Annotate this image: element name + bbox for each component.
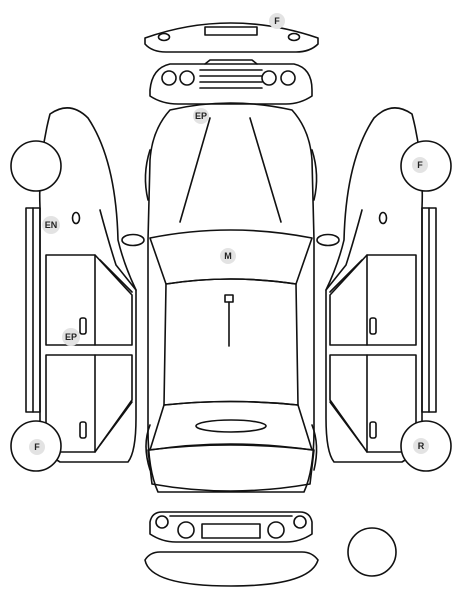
svg-text:R: R xyxy=(418,441,425,451)
marker-right-rear-wheel[interactable]: R xyxy=(413,438,429,454)
svg-text:EN: EN xyxy=(45,220,58,230)
front-bumper-view[interactable] xyxy=(144,22,319,53)
marker-engine-area[interactable]: EP xyxy=(193,108,209,124)
left-side-view[interactable] xyxy=(10,107,137,472)
svg-text:EP: EP xyxy=(65,332,77,342)
spare-tire[interactable] xyxy=(347,527,397,577)
front-view[interactable] xyxy=(149,59,313,105)
marker-left-door[interactable]: EP xyxy=(62,328,80,346)
svg-text:F: F xyxy=(34,442,40,452)
rear-view[interactable] xyxy=(149,511,313,543)
car-top-view[interactable] xyxy=(121,102,340,493)
marker-roof[interactable]: M xyxy=(220,248,236,264)
svg-text:F: F xyxy=(274,16,280,26)
svg-text:M: M xyxy=(224,251,232,261)
marker-left-fender[interactable]: EN xyxy=(42,216,60,234)
marker-front-bumper[interactable]: F xyxy=(269,13,285,29)
marker-left-front-wheel[interactable]: F xyxy=(29,439,45,455)
rear-bumper-view[interactable] xyxy=(144,551,319,587)
marker-left-rear-wheel[interactable]: F xyxy=(412,157,428,173)
svg-text:EP: EP xyxy=(195,111,207,121)
svg-text:F: F xyxy=(417,160,423,170)
right-side-view[interactable] xyxy=(325,107,452,472)
